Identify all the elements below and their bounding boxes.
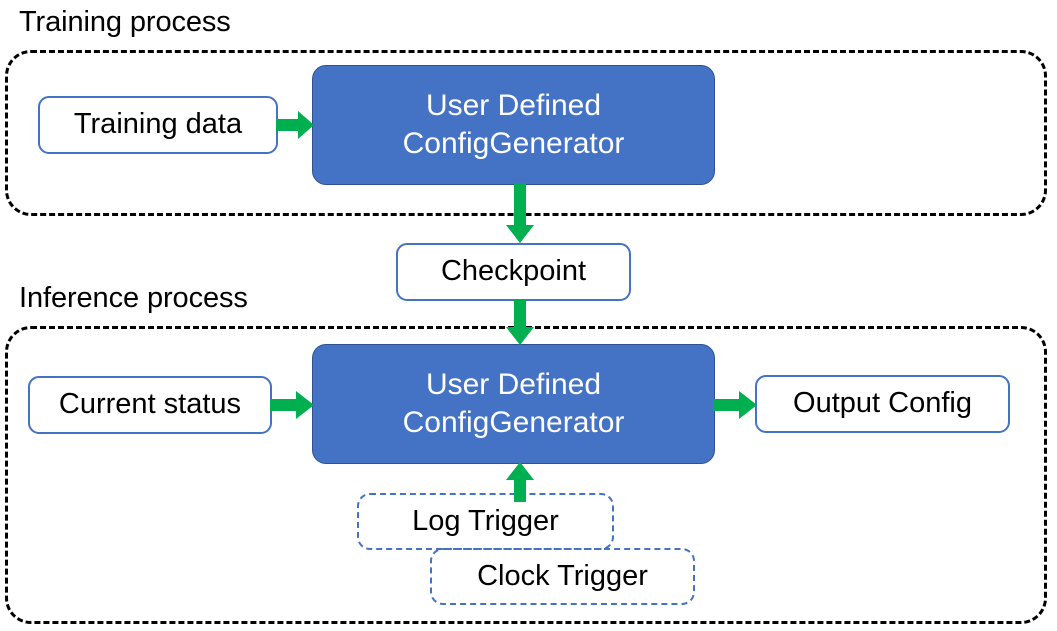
- node-training-config-generator-line1: User Defined: [425, 88, 602, 122]
- node-training-data[interactable]: Training data: [38, 96, 278, 154]
- arrow-generator-to-checkpoint-icon: [503, 183, 537, 245]
- node-log-trigger[interactable]: Log Trigger: [357, 493, 614, 550]
- arrow-triggers-to-generator-icon: [503, 462, 537, 502]
- node-current-status[interactable]: Current status: [28, 376, 272, 434]
- inference-process-label: Inference process: [19, 282, 248, 314]
- node-clock-trigger-label: Clock Trigger: [477, 560, 648, 592]
- node-inference-config-generator[interactable]: User Defined ConfigGenerator: [312, 344, 715, 464]
- node-output-config[interactable]: Output Config: [755, 375, 1010, 433]
- node-training-config-generator-line2: ConfigGenerator: [402, 127, 625, 160]
- node-log-trigger-label: Log Trigger: [412, 505, 559, 537]
- arrow-checkpoint-to-inference-generator-icon: [503, 299, 537, 347]
- node-current-status-label: Current status: [58, 388, 242, 421]
- node-inference-config-generator-line1: User Defined: [425, 367, 602, 401]
- node-inference-config-generator-line2: ConfigGenerator: [402, 406, 625, 439]
- arrow-current-status-to-generator-icon: [270, 388, 316, 422]
- node-training-data-label: Training data: [73, 108, 243, 141]
- node-checkpoint[interactable]: Checkpoint: [396, 243, 631, 301]
- arrow-training-data-to-generator-icon: [276, 108, 316, 142]
- arrow-generator-to-output-config-icon: [713, 388, 759, 422]
- node-output-config-label: Output Config: [793, 387, 972, 420]
- node-checkpoint-label: Checkpoint: [440, 255, 587, 288]
- training-process-label: Training process: [19, 6, 231, 38]
- node-training-config-generator[interactable]: User Defined ConfigGenerator: [312, 65, 715, 185]
- node-clock-trigger[interactable]: Clock Trigger: [430, 548, 695, 605]
